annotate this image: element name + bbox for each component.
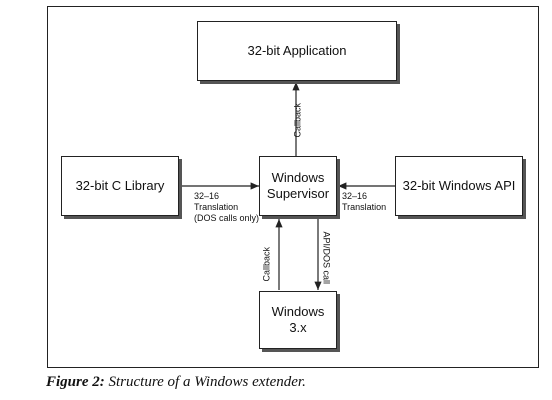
figure-caption-text: Structure of a Windows extender. [108,374,306,390]
label-right-translation: 32–16 Translation [342,191,402,213]
box-32bit-windows-api: 32-bit Windows API [395,156,523,216]
label-left-translation-line3: (DOS calls only) [194,213,260,223]
box-32bit-application: 32-bit Application [197,21,397,81]
box-windows-3x: Windows 3.x [259,291,337,349]
box-windows-supervisor-line2: Supervisor [266,186,330,201]
label-left-translation: 32–16 Translation (DOS calls only) [194,191,284,224]
label-left-translation-line2: Translation [194,202,239,212]
box-windows-supervisor-line1: Windows [271,170,325,185]
box-32bit-application-label: 32-bit Application [247,43,347,58]
label-right-translation-line2: Translation [342,202,387,212]
figure-caption-label: Figure 2: [46,374,105,390]
diagram-frame [47,6,539,368]
label-left-translation-line1: 32–16 [194,191,220,201]
label-callback-top: Callback [292,102,303,138]
label-callback-bottom: Callback [261,246,272,282]
label-api-dos-call: API/DOS call [321,231,332,285]
label-right-translation-line1: 32–16 [342,191,368,201]
figure-caption: Figure 2: Structure of a Windows extende… [46,374,306,391]
box-windows-3x-line1: Windows [271,304,325,319]
box-32bit-c-library: 32-bit C Library [61,156,179,216]
box-32bit-windows-api-label: 32-bit Windows API [402,178,516,193]
box-windows-supervisor: Windows Supervisor [259,156,337,216]
box-windows-3x-line2: 3.x [289,320,307,335]
box-32bit-c-library-label: 32-bit C Library [75,178,165,193]
